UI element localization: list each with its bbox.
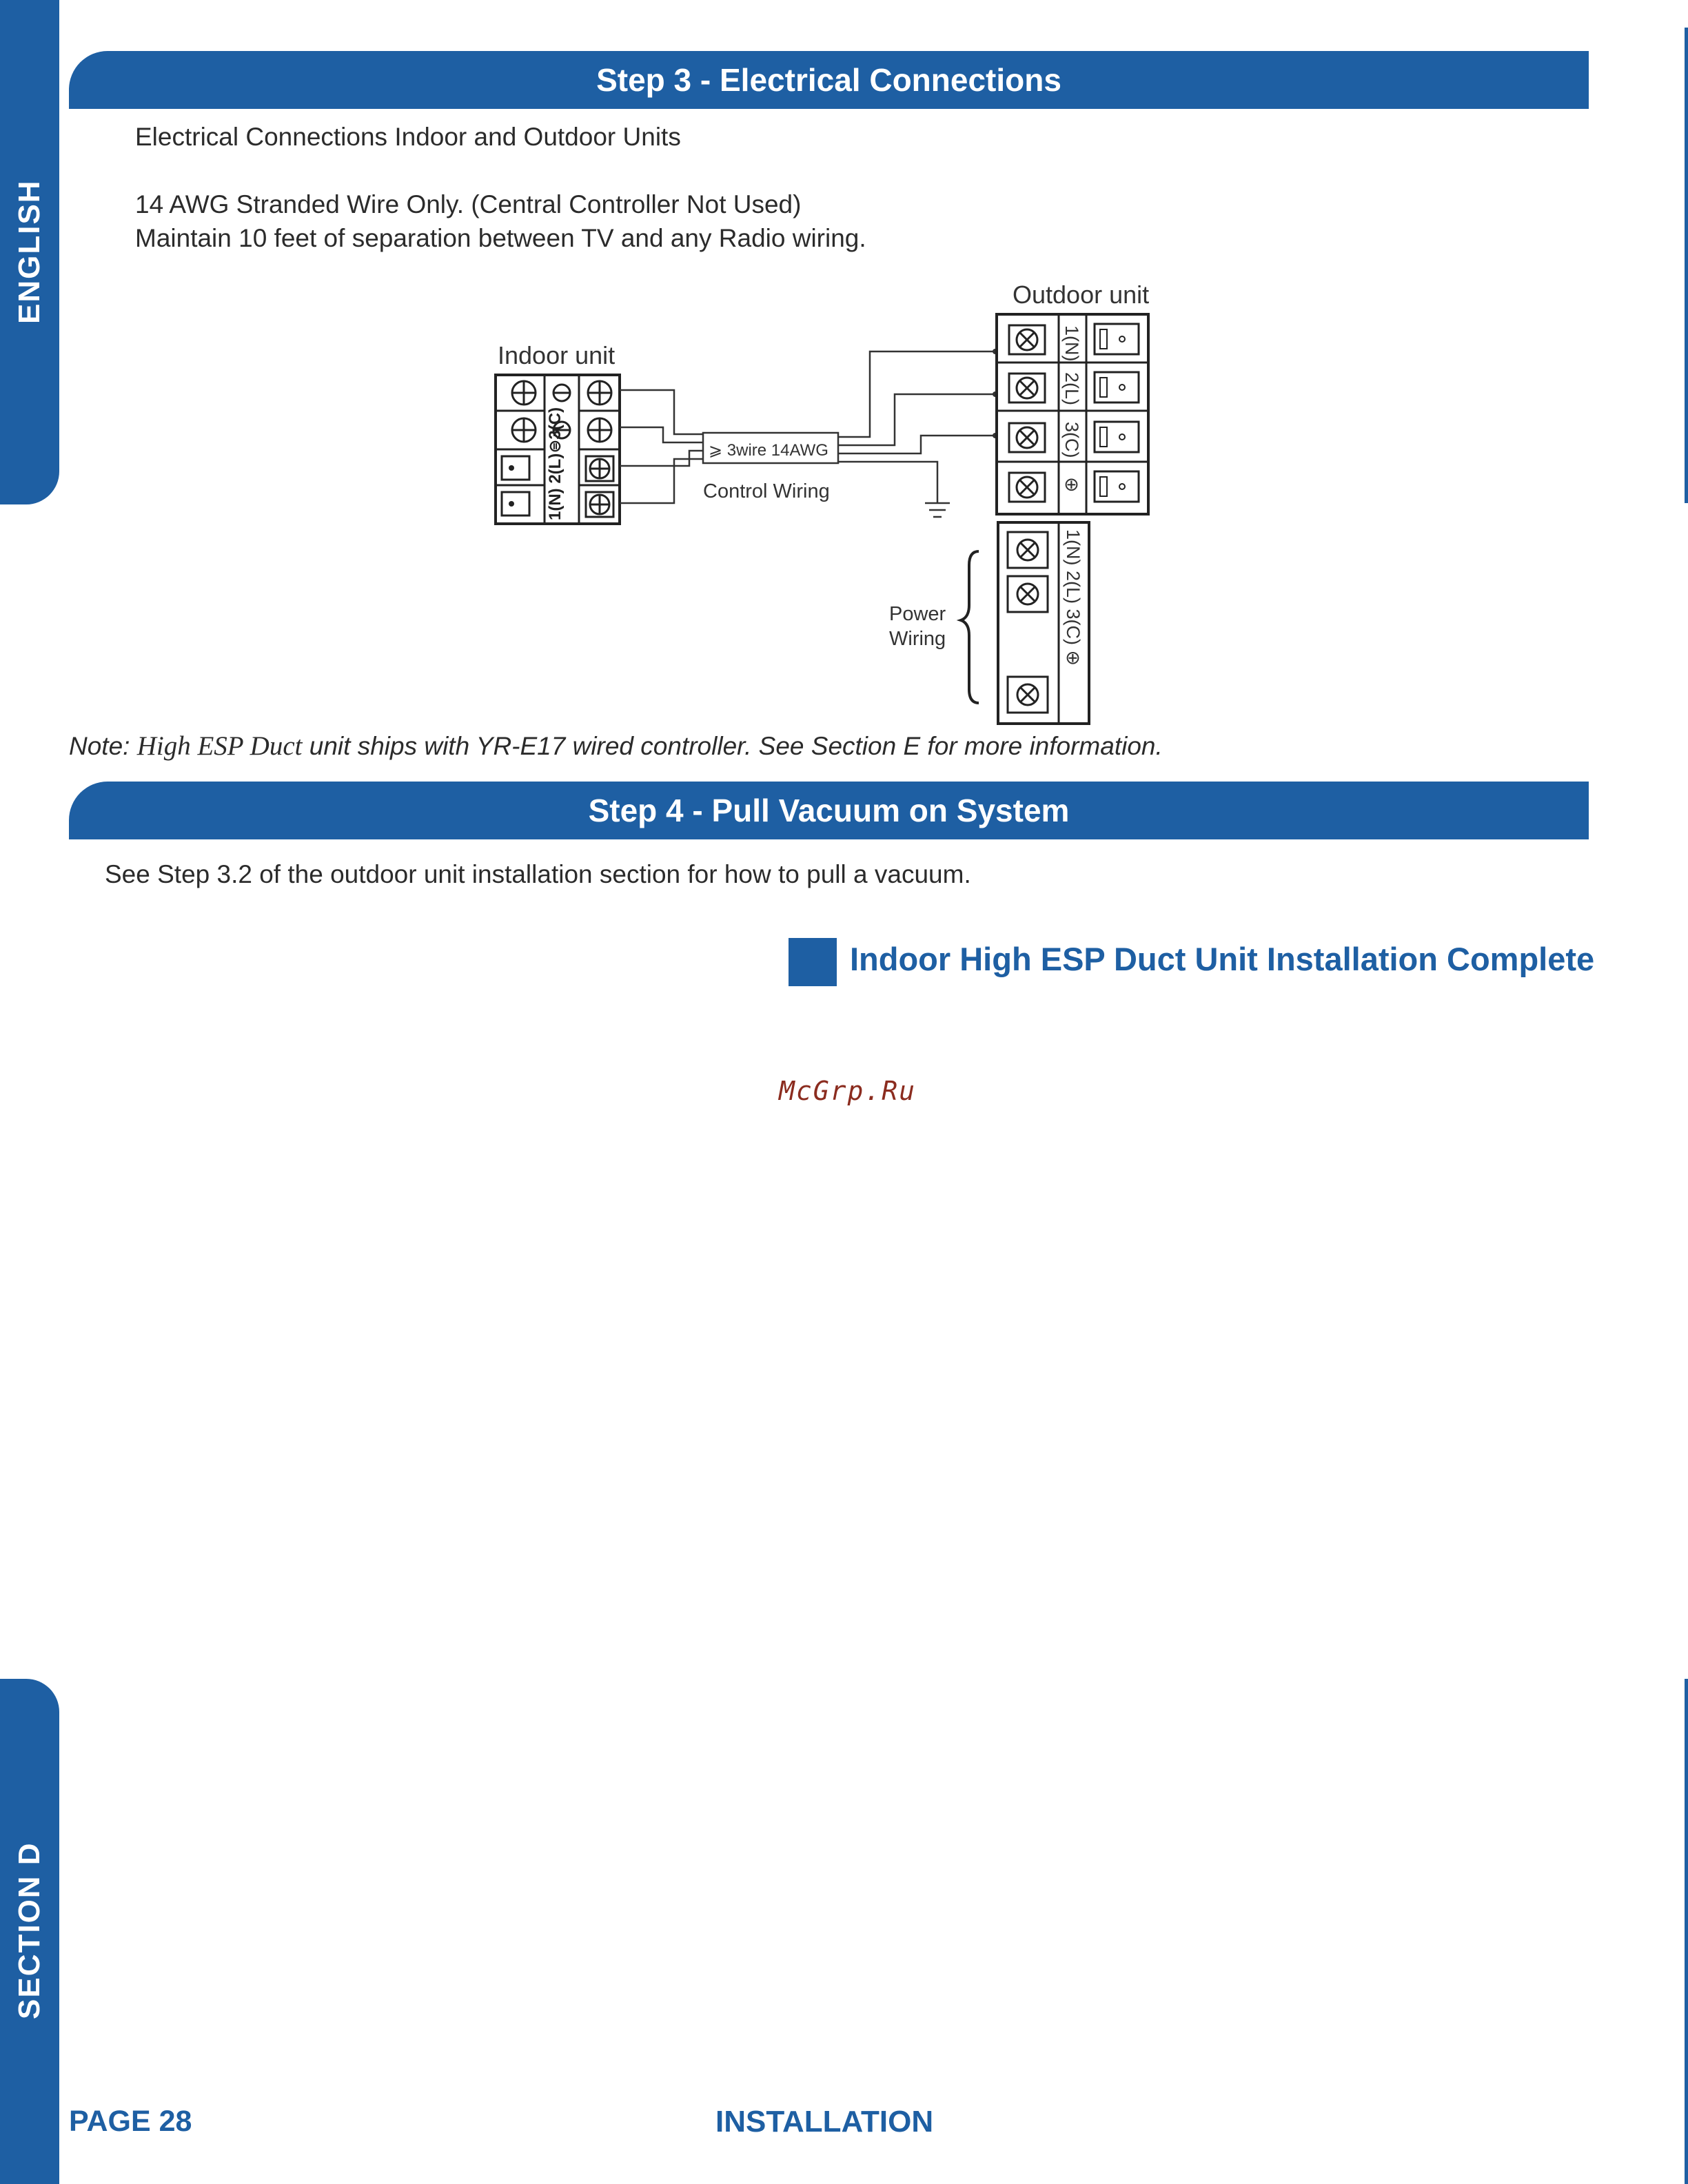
step4-title: Step 4 - Pull Vacuum on System (588, 793, 1070, 828)
complete-marker (789, 938, 837, 986)
wire-spec-label: ⩾ 3wire 14AWG (709, 441, 828, 460)
watermark: McGrp.Ru (779, 1076, 917, 1106)
step3-title: Step 3 - Electrical Connections (596, 62, 1061, 98)
indoor-terminal-labels: 1(N) 2(L)⊜3(C) (546, 407, 565, 520)
indoor-terminal-block: 1(N) 2(L)⊜3(C) (494, 374, 621, 525)
side-label-language: ENGLISH (12, 179, 46, 324)
footer-section: INSTALLATION (715, 2105, 934, 2139)
complete-text: Indoor High ESP Duct Unit Installation C… (850, 941, 1595, 977)
side-label-section: SECTION D (12, 1841, 46, 2019)
step3-line2: 14 AWG Stranded Wire Only. (Central Cont… (135, 190, 802, 218)
power-wiring-brace (956, 550, 979, 704)
outdoor-terminal-3: 3(C) (1061, 422, 1082, 458)
outdoor-wires (838, 350, 995, 518)
outdoor-terminal-ground: ⊕ (1061, 477, 1082, 493)
power-label-2: Wiring (889, 628, 946, 650)
power-terminal-labels: 1(N) 2(L) 3(C) ⊕ (1063, 529, 1084, 666)
right-edge-bar-bottom (1685, 1679, 1688, 2184)
note-serif-part: High ESP Duct (136, 731, 303, 761)
control-wiring-label: Control Wiring (703, 480, 830, 502)
outdoor-terminal-block: 1(N) 2(L) 3(C) ⊕ (995, 313, 1150, 516)
power-label-1: Power (889, 603, 946, 625)
step3-line3: Maintain 10 feet of separation between T… (135, 224, 866, 252)
indoor-unit-label: Indoor unit (498, 341, 615, 369)
wiring-diagram: Outdoor unit Indoor unit 1(N) 2(L)⊜3(C) (494, 280, 1150, 725)
step3-banner: Step 3 - Electrical Connections (69, 51, 1589, 109)
outdoor-terminal-1: 1(N) (1061, 325, 1082, 362)
footer-page-number: PAGE 28 (69, 2105, 192, 2138)
step3-line1: Electrical Connections Indoor and Outdoo… (135, 123, 681, 151)
note-rest: unit ships with YR-E17 wired controller.… (302, 732, 1163, 760)
right-edge-bar-top (1685, 28, 1688, 503)
indoor-wires (620, 389, 703, 504)
step4-line1: See Step 3.2 of the outdoor unit install… (105, 860, 971, 888)
outdoor-unit-label: Outdoor unit (1013, 280, 1149, 309)
note-prefix: Note: (69, 732, 137, 760)
step4-banner: Step 4 - Pull Vacuum on System (69, 782, 1589, 839)
outdoor-terminal-2: 2(L) (1061, 372, 1082, 405)
side-tab-language (0, 0, 59, 504)
side-tab-section (0, 1679, 59, 2184)
power-terminal-block: 1(N) 2(L) 3(C) ⊕ (997, 521, 1090, 725)
control-wiring-box (702, 431, 840, 465)
note-text: Note: High ESP Duct unit ships with YR-E… (69, 731, 1163, 762)
